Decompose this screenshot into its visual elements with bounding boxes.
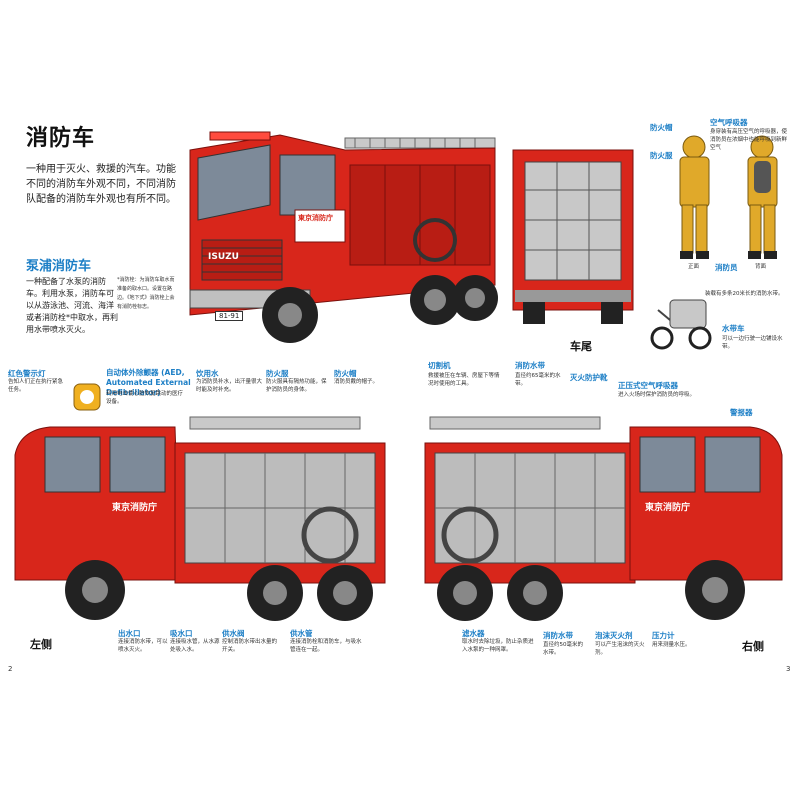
desc-supply-pipe: 连接消防栓和消防车，与吸水管连在一起。 xyxy=(290,639,362,653)
fire-truck-front-illustration xyxy=(189,131,498,343)
desc-hose-65: 直径约65毫米的水带。 xyxy=(515,373,561,387)
firefighter-back-illustration xyxy=(747,135,778,259)
label-helmet-left: 防火帽 xyxy=(334,369,357,378)
desc-air-breathing: 身穿装有高压空气的呼吸器，使消防员在浓烟中也能呼吸到新鲜空气 xyxy=(710,129,788,151)
truck-brand-text: ISUZU xyxy=(208,252,239,262)
desc-cart-top: 装载有多条20米长的消防水带。 xyxy=(705,291,784,297)
label-helmet: 防火帽 xyxy=(650,123,673,132)
truck-dept-text-right: 東京消防庁 xyxy=(645,503,691,513)
desc-hose-cart: 可以一边行驶一边铺设水带。 xyxy=(722,336,783,350)
page-number-left: 2 xyxy=(8,665,13,673)
section-text: 一种配备了水泵的消防车。利用水泵，消防车可以从游泳池、河流、海洋或者消防栓*中取… xyxy=(26,277,118,334)
fire-truck-right-side-illustration xyxy=(424,416,783,621)
desc-aed: 利用电击使心脏恢复跳动的医疗设备。 xyxy=(106,391,184,405)
desc-outlet: 连接消防水带，可以喷水灭火。 xyxy=(118,639,168,653)
desc-cutter: 救援被压在车辆、房屋下等情况时使用的工具。 xyxy=(428,373,500,387)
label-strainer: 滤水器 xyxy=(462,629,485,638)
truck-dept-text-left: 東京消防庁 xyxy=(112,503,158,513)
label-fire-suit: 防火服 xyxy=(650,151,673,160)
desc-helmet-left: 消防员戴的帽子。 xyxy=(334,379,379,385)
left-side-label: 左侧 xyxy=(30,638,52,651)
label-drinking-water: 饮用水 xyxy=(196,369,219,378)
label-siren: 警报器 xyxy=(730,408,753,417)
section-heading: 泵浦消防车 xyxy=(26,259,92,274)
footnote: *消防栓：为消防车取水而准备的取水口。设置在路边。《地下式》消防栓上会有消防栓标… xyxy=(117,277,175,310)
aed-icon xyxy=(73,383,101,411)
label-outlet: 出水口 xyxy=(118,629,141,638)
desc-hose-50: 直径约50毫米的水带。 xyxy=(543,642,583,656)
desc-fire-suit-left: 防火服具有隔热功能，保护消防员的身体。 xyxy=(266,379,327,393)
label-intake: 吸水口 xyxy=(170,629,193,638)
desc-intake: 连接吸水管，从水源处吸入水。 xyxy=(170,639,220,653)
label-aed: 自动体外除颤器 (AED, Automated External Defibri… xyxy=(106,368,191,397)
label-pressure-gauge: 压力计 xyxy=(652,631,675,640)
label-crew: 消防员 xyxy=(715,263,738,272)
label-hose-65: 消防水带 xyxy=(515,361,545,370)
label-air-breathing: 空气呼吸器 xyxy=(710,118,748,127)
desc-drinking-water: 为消防员补水，出汗量很大时能及时补充。 xyxy=(196,379,263,393)
right-side-label: 右侧 xyxy=(742,640,764,653)
label-hose-50: 消防水带 xyxy=(543,631,573,640)
fire-truck-rear-illustration xyxy=(512,149,634,324)
label-supply-pipe: 供水管 xyxy=(290,629,313,638)
desc-pressure-gauge: 用来测量水压。 xyxy=(652,642,691,648)
desc-breathing-apparatus: 进入火场时保护消防员的呼吸。 xyxy=(618,392,696,398)
hose-cart-illustration xyxy=(650,299,712,350)
label-hose-cart: 水带车 xyxy=(722,324,745,333)
desc-strainer: 取水时去除垃圾，防止杂质进入水泵的一种网罩。 xyxy=(462,639,534,653)
page-title: 消防车 xyxy=(26,126,96,151)
rear-view-label: 车尾 xyxy=(570,340,592,353)
desc-red-light: 告知人们正在执行紧急任务。 xyxy=(8,379,64,393)
label-supply-valve: 供水阀 xyxy=(222,629,245,638)
label-cutter: 切割机 xyxy=(428,361,451,370)
label-foam: 泡沫灭火剂 xyxy=(595,631,633,640)
fire-truck-left-side-illustration xyxy=(14,416,386,621)
label-back: 背面 xyxy=(755,264,767,270)
label-boots: 灭火防护靴 xyxy=(570,373,608,382)
firefighter-front-illustration xyxy=(679,135,710,259)
desc-foam: 可以产生泡沫的灭火剂。 xyxy=(595,642,645,656)
label-breathing-apparatus: 正压式空气呼吸器 xyxy=(618,381,678,390)
label-fire-suit-left: 防火服 xyxy=(266,369,289,378)
label-red-light: 红色警示灯 xyxy=(8,369,46,378)
desc-supply-valve: 控制消防水带出水量的开关。 xyxy=(222,639,278,653)
intro-text: 一种用于灭火、救援的汽车。功能不同的消防车外观不同，不同消防队配备的消防车外观也… xyxy=(26,164,176,205)
page-number-right: 3 xyxy=(786,665,791,673)
truck-dept-text: 東京消防庁 xyxy=(298,214,333,222)
license-plate: 81-91 xyxy=(215,311,244,321)
label-front: 正面 xyxy=(688,264,700,270)
